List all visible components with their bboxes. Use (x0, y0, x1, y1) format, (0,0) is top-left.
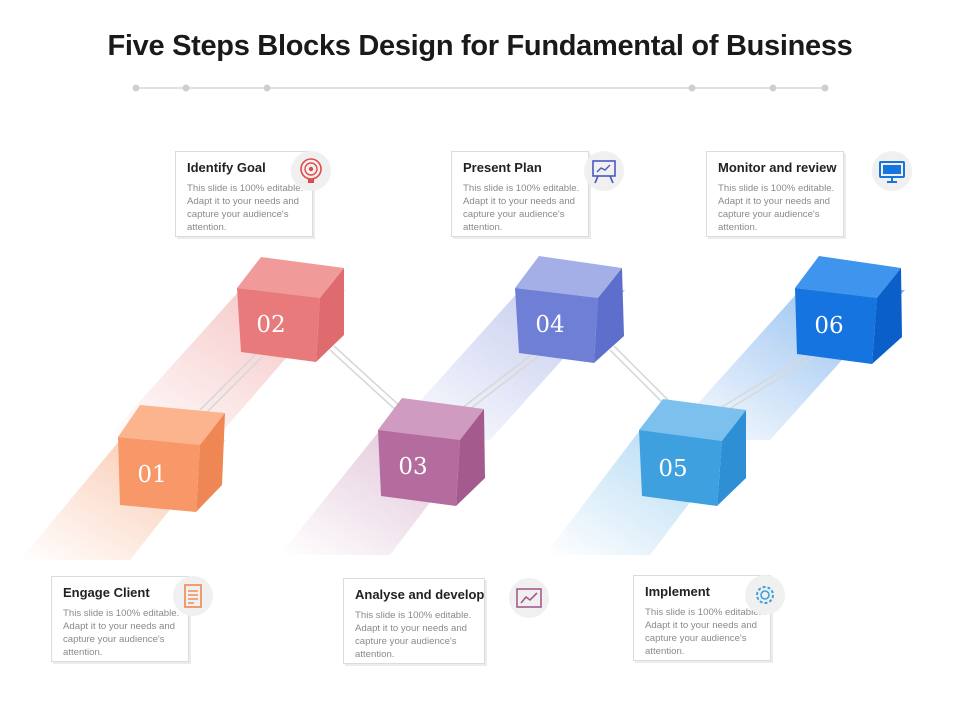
step-number: 04 (535, 312, 564, 338)
step-number: 03 (398, 454, 427, 480)
step-04-card: Present Plan This slide is 100% editable… (451, 151, 589, 237)
step-label: Engage Client (63, 585, 150, 600)
step-label: Analyse and develop (355, 587, 485, 602)
presentation-board-icon (584, 151, 624, 191)
step-03-card: Analyse and develop This slide is 100% e… (343, 578, 485, 664)
step-06-cube: 06 (795, 256, 902, 364)
step-number: 01 (137, 462, 166, 488)
step-label: Monitor and review (718, 160, 837, 175)
monitor-icon (872, 151, 912, 191)
target-bulb-icon (291, 151, 331, 191)
document-icon (173, 576, 213, 616)
step-01-card: Engage Client This slide is 100% editabl… (51, 576, 189, 662)
step-description: This slide is 100% editable. Adapt it to… (463, 183, 580, 233)
page-title: Five Steps Blocks Design for Fundamental… (107, 30, 853, 62)
step-description: This slide is 100% editable. Adapt it to… (718, 183, 835, 233)
step-description: This slide is 100% editable. Adapt it to… (63, 608, 180, 658)
step-label: Implement (645, 584, 711, 599)
step-number: 05 (658, 456, 687, 482)
step-description: This slide is 100% editable. Adapt it to… (355, 610, 472, 660)
step-number: 02 (256, 312, 285, 338)
title-divider (132, 84, 829, 92)
step-06-card: Monitor and review This slide is 100% ed… (706, 151, 844, 237)
line-chart-icon (509, 578, 549, 618)
step-05-cube: 05 (639, 399, 746, 506)
step-04-cube: 04 (515, 256, 624, 363)
gear-icon (745, 575, 785, 615)
step-description: This slide is 100% editable. Adapt it to… (645, 607, 762, 657)
step-03-cube: 03 (378, 398, 485, 506)
step-01-cube: 01 (118, 405, 225, 512)
connectors (199, 345, 817, 415)
step-label: Present Plan (463, 160, 542, 175)
step-number: 06 (814, 313, 843, 339)
step-label: Identify Goal (187, 160, 266, 175)
step-02-cube: 02 (237, 257, 344, 362)
step-02-card: Identify Goal This slide is 100% editabl… (175, 151, 313, 237)
step-description: This slide is 100% editable. Adapt it to… (187, 183, 304, 233)
